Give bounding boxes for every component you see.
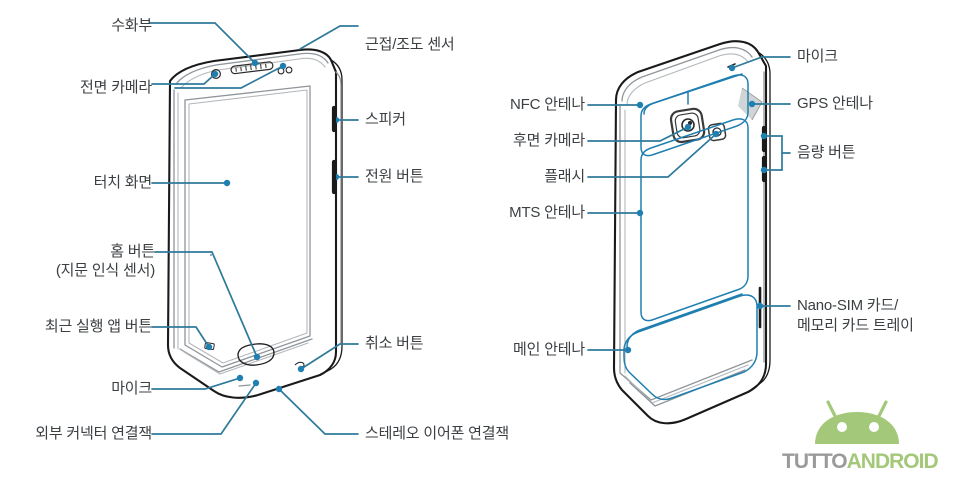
label-usb-connector-jack: 외부 커넥터 연결잭 <box>35 425 152 442</box>
label-proximity-light-sensor: 근접/조도 센서 <box>365 36 455 53</box>
label-power-button: 전원 버튼 <box>365 168 424 185</box>
label-flash: 플래시 <box>544 168 585 185</box>
label-speaker: 스피커 <box>365 111 406 128</box>
back-phone-body <box>612 40 771 425</box>
label-stereo-earphone-jack: 스테레오 이어폰 연결잭 <box>365 425 509 442</box>
label-rear-camera: 후면 카메라 <box>513 132 585 149</box>
usb-connector-port <box>238 384 251 387</box>
rear-camera-module <box>669 107 706 144</box>
back-leaders <box>587 56 791 354</box>
front-phone-body <box>166 48 343 399</box>
label-front-camera: 전면 카메라 <box>80 79 152 96</box>
label-volume-button: 음량 버튼 <box>797 144 856 161</box>
label-main-antenna: 메인 안테나 <box>513 341 585 358</box>
label-receiver: 수화부 <box>111 17 152 34</box>
label-microphone-bottom: 마이크 <box>111 380 152 397</box>
front-camera-lens <box>211 68 222 79</box>
watermark-text-tutto: TUTTO <box>782 450 848 473</box>
home-button-shape <box>237 343 275 366</box>
label-gps-antenna: GPS 안테나 <box>797 95 873 112</box>
label-sim-tray-line1: Nano-SIM 카드/ <box>797 297 899 314</box>
label-home-button: 홈 버튼 <box>110 243 155 260</box>
label-microphone-top: 마이크 <box>797 48 838 65</box>
label-sim-tray-line2: 메모리 카드 트레이 <box>797 317 914 334</box>
tuttoandroid-watermark: TUTTOANDROID <box>782 392 939 484</box>
nfc-antenna-region <box>640 74 749 157</box>
label-mts-antenna: MTS 안테나 <box>509 204 585 221</box>
label-back-button: 취소 버튼 <box>365 335 424 352</box>
watermark-text: TUTTOANDROID <box>782 450 939 474</box>
main-antenna-region <box>623 294 758 401</box>
watermark-text-android: ANDROID <box>846 450 939 473</box>
front-leaders <box>149 22 359 435</box>
label-home-button-sublabel: (지문 인식 센서) <box>55 262 155 279</box>
android-robot-icon <box>815 400 899 444</box>
label-touch-screen: 터치 화면 <box>93 174 153 191</box>
label-recents-button: 최근 실행 앱 버튼 <box>44 318 152 335</box>
mts-antenna-region <box>640 118 749 322</box>
light-sensor-dot <box>285 66 293 74</box>
label-nfc-antenna: NFC 안테나 <box>510 96 585 113</box>
